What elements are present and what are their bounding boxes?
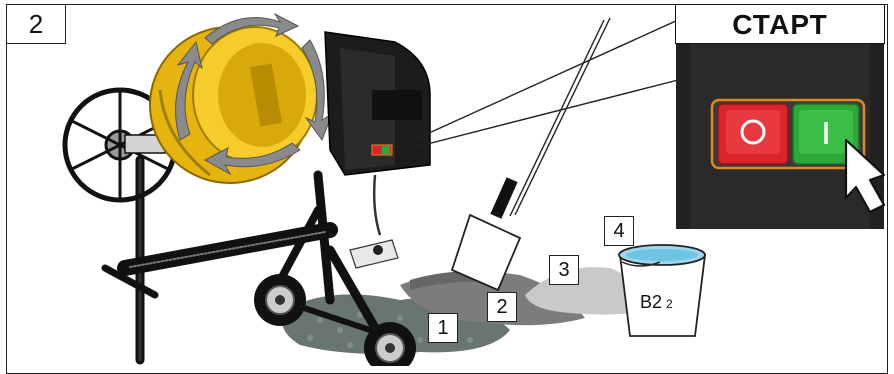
mixer-motor-housing [325,32,430,235]
callout-2: 2 [487,292,517,322]
callout-4: 4 [604,216,634,246]
start-panel-title: СТАРТ [675,4,885,44]
bucket-label-main: B2 [640,292,662,312]
shovel-icon [452,18,610,290]
step-number: 2 [6,4,66,44]
bucket-label-subscript: 2 [666,297,673,311]
callout-3: 3 [549,255,579,285]
start-panel-interior [676,44,884,229]
callout-1: 1 [428,313,458,343]
bucket-icon [619,245,705,336]
zoom-callout-lines [396,20,678,152]
instruction-illustration: СТАРТ 2 1 2 3 4 B2 2 [0,0,894,366]
stop-button[interactable] [718,104,788,164]
bucket-label: B2 2 [640,292,673,313]
illustration-canvas [0,0,894,366]
power-socket [350,240,398,268]
wheel-left [254,274,306,326]
